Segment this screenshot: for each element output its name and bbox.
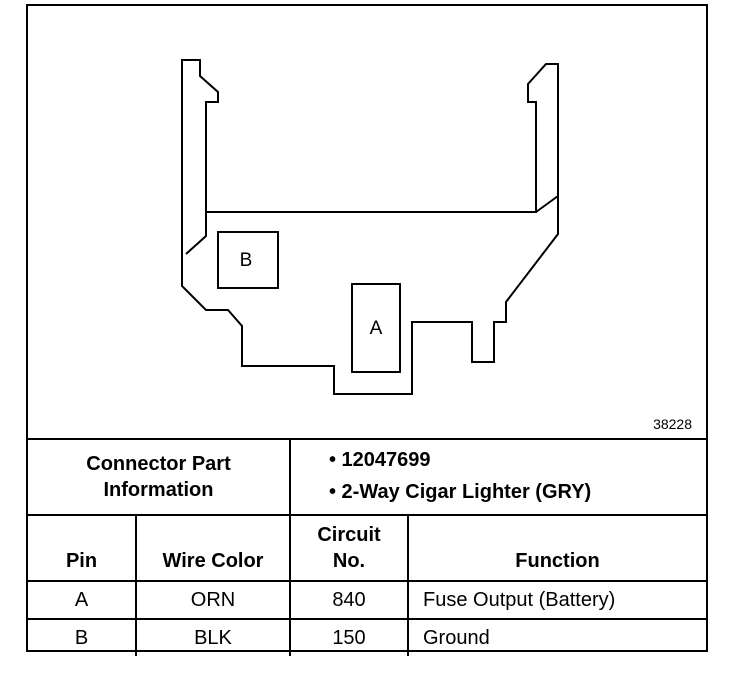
pin-cell: B xyxy=(28,618,137,656)
table-row: B BLK 150 Ground xyxy=(28,618,706,656)
pin-b-label: B xyxy=(240,250,253,271)
pin-a-cavity xyxy=(351,283,401,373)
pin-header: Pin xyxy=(28,514,137,582)
wire-color-cell: ORN xyxy=(135,580,291,620)
pin-a-label: A xyxy=(370,318,383,339)
part-info-label-line1: Connector Part xyxy=(86,453,231,475)
pin-cell: A xyxy=(28,580,137,620)
table-row: A ORN 840 Fuse Output (Battery) xyxy=(28,580,706,620)
connector-table: Connector Part Information • 12047699 • … xyxy=(28,438,706,656)
part-info-label: Connector Part Information xyxy=(28,438,291,516)
part-info-row: Connector Part Information • 12047699 • … xyxy=(28,438,706,516)
connector-info-frame: B A 38228 Connector Part Information • 1… xyxy=(26,4,708,656)
part-info-values: • 12047699 • 2-Way Cigar Lighter (GRY) xyxy=(289,438,706,516)
circuit-header-line1: Circuit xyxy=(317,524,381,546)
function-header: Function xyxy=(407,514,706,582)
circuit-cell: 840 xyxy=(289,580,409,620)
left-latch-detail xyxy=(185,212,207,255)
function-cell: Fuse Output (Battery) xyxy=(407,580,706,620)
wire-color-cell: BLK xyxy=(135,618,291,656)
pin-b-cavity xyxy=(217,231,279,289)
part-info-label-line2: Information xyxy=(103,479,214,501)
wire-color-header: Wire Color xyxy=(135,514,291,582)
connector-diagram: B A xyxy=(181,59,559,395)
part-number: • 12047699 xyxy=(329,449,431,471)
figure-id: 38228 xyxy=(653,416,692,432)
connector-outline xyxy=(181,59,559,395)
circuit-header-line2: No. xyxy=(332,550,366,572)
circuit-cell: 150 xyxy=(289,618,409,656)
part-description: • 2-Way Cigar Lighter (GRY) xyxy=(329,481,592,503)
right-latch-detail xyxy=(535,195,559,213)
header-row: Pin Wire Color Circuit No. Function xyxy=(28,514,706,582)
function-cell: Ground xyxy=(407,618,706,656)
circuit-header: Circuit No. xyxy=(289,514,409,582)
